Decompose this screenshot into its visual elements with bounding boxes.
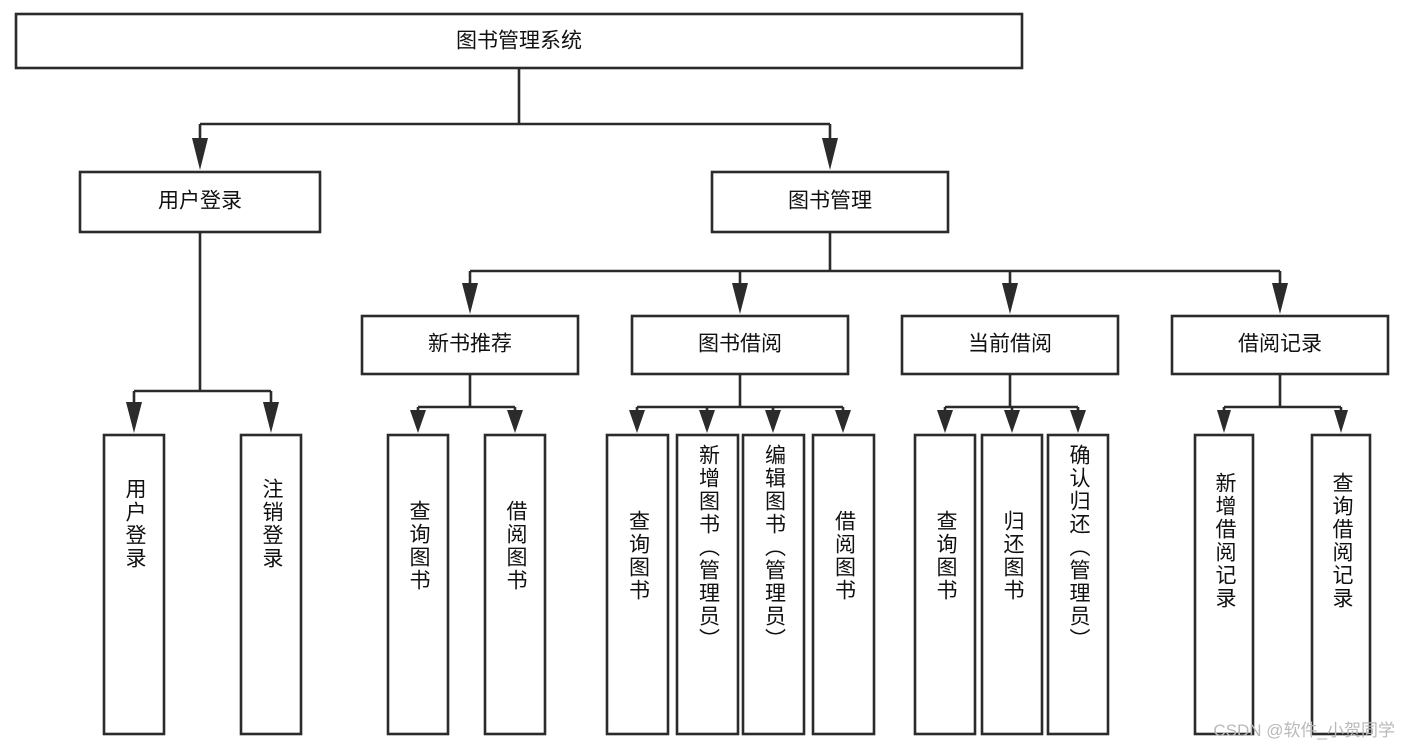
node-new-book-recommend[interactable]: 新书推荐	[360, 314, 580, 376]
node-borrow-record[interactable]: 借阅记录	[1170, 314, 1390, 376]
new-book-recommend-box	[360, 314, 580, 376]
arrow-to-leaf-user-login	[126, 402, 142, 433]
arrow-to-leaf-borrow-book-rec	[507, 410, 523, 433]
leaf-box-borrow-book[interactable]	[811, 433, 876, 736]
arrow-to-user-login	[192, 138, 208, 170]
leaf-box-borrow-book-rec[interactable]	[483, 433, 547, 736]
leaf-box-query-book-rec[interactable]	[386, 433, 450, 736]
arrow-to-leaf-add-borrow-record	[1217, 410, 1231, 433]
arrow-to-leaf-return-book	[1004, 410, 1020, 433]
leaf-box-add-book-admin[interactable]	[675, 433, 740, 736]
root-box	[14, 12, 1024, 70]
arrow-to-leaf-query-book-borrow	[629, 410, 645, 433]
book-borrow-label: 图书借阅	[698, 333, 782, 356]
arrow-to-leaf-query-borrow-record	[1334, 410, 1348, 433]
borrow-record-label: 借阅记录	[1238, 333, 1322, 356]
arrow-to-leaf-add-book-admin	[699, 410, 715, 433]
leaf-box-edit-book-admin[interactable]	[741, 433, 806, 736]
leaf-box-confirm-return-admin[interactable]	[1046, 433, 1110, 736]
book-management-label: 图书管理	[788, 190, 872, 213]
book-management-box	[710, 170, 950, 234]
node-book-management[interactable]: 图书管理	[710, 170, 950, 234]
arrow-to-leaf-query-book-rec	[410, 410, 426, 433]
leaf-box-return-book[interactable]	[980, 433, 1044, 736]
leaf-box-user-logout[interactable]	[239, 433, 303, 736]
arrow-to-leaf-query-book-cur	[937, 410, 953, 433]
arrow-to-book-borrow	[732, 283, 748, 314]
node-root[interactable]: 图书管理系统	[14, 12, 1024, 70]
user-login-label: 用户登录	[158, 190, 242, 213]
node-user-login[interactable]: 用户登录	[78, 170, 322, 234]
leaf-box-query-borrow-record[interactable]	[1310, 433, 1372, 736]
arrow-to-leaf-borrow-book	[835, 410, 851, 433]
arrow-to-borrow-record	[1272, 283, 1288, 314]
leaf-boxes	[102, 433, 1372, 736]
node-book-borrow[interactable]: 图书借阅	[630, 314, 850, 376]
new-book-recommend-label: 新书推荐	[428, 333, 512, 356]
current-borrow-box	[900, 314, 1120, 376]
csdn-watermark: CSDN @软件_小贺同学	[1213, 721, 1395, 740]
leaf-box-add-borrow-record[interactable]	[1193, 433, 1255, 736]
root-label: 图书管理系统	[456, 30, 582, 53]
leaf-box-user-login[interactable]	[102, 433, 166, 736]
leaf-box-query-book-cur[interactable]	[913, 433, 977, 736]
leaf-box-query-book-borrow[interactable]	[605, 433, 670, 736]
arrow-to-leaf-user-logout	[263, 402, 279, 433]
arrow-to-current-borrow	[1002, 283, 1018, 314]
node-current-borrow[interactable]: 当前借阅	[900, 314, 1120, 376]
arrow-to-book-management	[822, 138, 838, 170]
arrow-to-leaf-confirm-return-admin	[1070, 410, 1086, 433]
current-borrow-label: 当前借阅	[968, 333, 1052, 356]
borrow-record-box	[1170, 314, 1390, 376]
arrow-to-new-book-recommend	[462, 283, 478, 314]
book-borrow-box	[630, 314, 850, 376]
arrow-to-leaf-edit-book-admin	[765, 410, 781, 433]
